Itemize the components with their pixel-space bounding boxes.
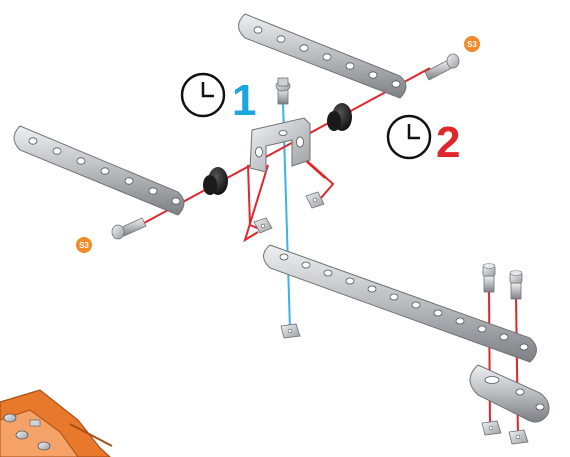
orange-frame-part (0, 389, 113, 457)
screw-vertical-right-b (509, 270, 523, 300)
clock-icon (386, 114, 432, 160)
step-number: 1 (232, 76, 256, 125)
angle-bracket-strip (469, 364, 550, 423)
step-number: 2 (436, 118, 460, 167)
center-bracket (249, 117, 311, 173)
clock-icon (180, 72, 226, 118)
svg-text:S3: S3 (467, 40, 477, 49)
svg-text:S3: S3 (79, 241, 89, 250)
screw-vertical-center (275, 77, 291, 105)
rubber-spacer-right (327, 103, 352, 131)
screw-vertical-right-a (482, 263, 496, 293)
screw-top-right (424, 53, 460, 81)
part-badge: S3 (76, 237, 92, 253)
screw-left (111, 217, 147, 240)
long-perforated-strip (263, 244, 537, 363)
left-perforated-strip (13, 125, 185, 216)
square-nuts (253, 191, 529, 445)
rubber-spacer-left (203, 167, 228, 195)
part-badge: S3 (464, 36, 480, 52)
top-perforated-strip (238, 13, 407, 99)
